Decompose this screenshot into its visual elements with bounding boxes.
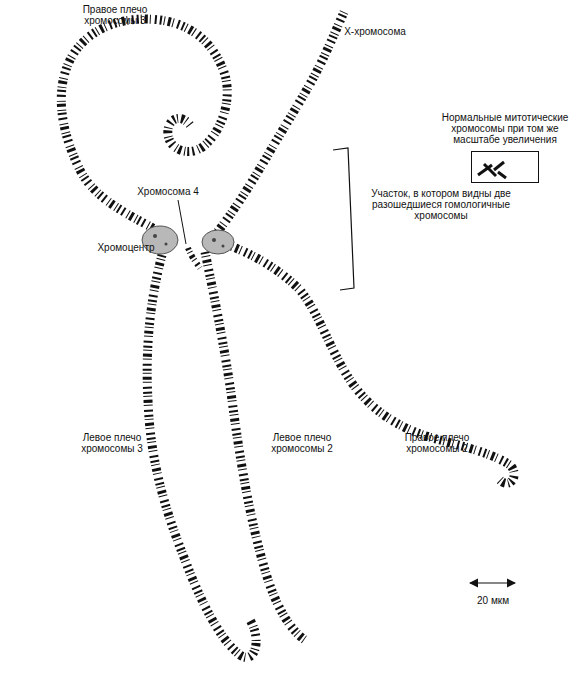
chromosome-arm	[228, 245, 514, 483]
chromocenter	[142, 226, 234, 254]
box-frame	[471, 151, 539, 183]
chromosome-arm	[215, 10, 345, 235]
banded-chromosomes	[61, 10, 514, 657]
bracket-note: Участок, в котором видны две разошедшиес…	[356, 188, 526, 221]
region-label: Хромоцентр	[96, 242, 156, 253]
arm-label: Левое плечо хромосомы 2	[262, 432, 342, 454]
box-heading: Нормальные митотические хромосомы при то…	[430, 112, 580, 145]
chromosome-arm	[188, 248, 200, 268]
arm-label: Правое плечо хромосомы 2	[392, 432, 482, 454]
mitotic-chromosomes	[478, 162, 506, 178]
scale-box: Нормальные митотические хромосомы при то…	[430, 112, 580, 183]
bracket	[333, 148, 354, 290]
arm-label: Левое плечо хромосомы 3	[72, 432, 152, 454]
arm-label: X-хромосома	[335, 26, 415, 37]
arm-label: Правое плечо хромосомы 3	[70, 4, 160, 26]
scale-label: 20 мкм	[470, 595, 516, 606]
arm-label: Хромосома 4	[128, 186, 208, 197]
scale-bar	[470, 582, 515, 583]
leader-line	[178, 200, 186, 244]
chromosome-arm	[61, 19, 227, 232]
